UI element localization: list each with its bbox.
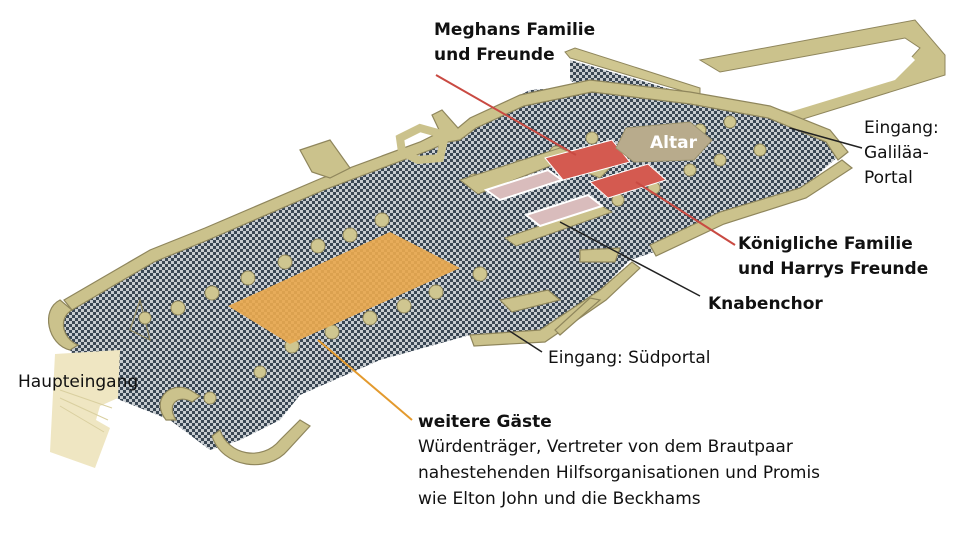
cathedral-walls bbox=[48, 79, 854, 466]
label-gaeste-desc-line1: Würdenträger, Vertreter von dem Brautpaa… bbox=[418, 437, 793, 457]
label-suedportal: Eingang: Südportal bbox=[548, 348, 711, 368]
label-koenigliche-line1: Königliche Familie bbox=[738, 234, 913, 254]
label-altar: Altar bbox=[650, 133, 697, 153]
zone-koenigliche bbox=[589, 163, 667, 199]
label-meghans-line1: Meghans Familie bbox=[434, 20, 596, 40]
leader-line-galilaa bbox=[789, 127, 863, 149]
label-knabenchor: Knabenchor bbox=[708, 294, 823, 314]
leader-line-meghans bbox=[435, 74, 577, 156]
label-gaeste-desc-line3: wie Elton John und die Beckhams bbox=[418, 489, 701, 509]
leader-line-suedportal bbox=[507, 329, 543, 353]
label-gaeste-title: weitere Gäste bbox=[418, 412, 552, 432]
zone-guests bbox=[228, 232, 460, 344]
leader-line-gaeste bbox=[317, 339, 413, 421]
label-koenigliche-line2: und Harrys Freunde bbox=[738, 259, 929, 279]
label-haupteingang: Haupteingang bbox=[18, 372, 139, 392]
leader-line-knabenchor bbox=[559, 221, 701, 297]
leader-lines bbox=[317, 74, 863, 421]
main-entrance-steps bbox=[50, 350, 120, 468]
leader-line-koenigliche bbox=[635, 181, 736, 246]
zone-altar bbox=[615, 121, 713, 163]
zone-meghans bbox=[544, 139, 631, 181]
label-galilaa-line2: Galiläa- bbox=[864, 143, 929, 163]
label-meghans-line2: und Freunde bbox=[434, 45, 555, 65]
label-galilaa-line3: Portal bbox=[864, 168, 913, 188]
label-gaeste-desc-line2: nahestehenden Hilfsorganisationen und Pr… bbox=[418, 463, 821, 483]
label-galilaa-line1: Eingang: bbox=[864, 118, 939, 138]
zone-choir bbox=[483, 168, 605, 228]
